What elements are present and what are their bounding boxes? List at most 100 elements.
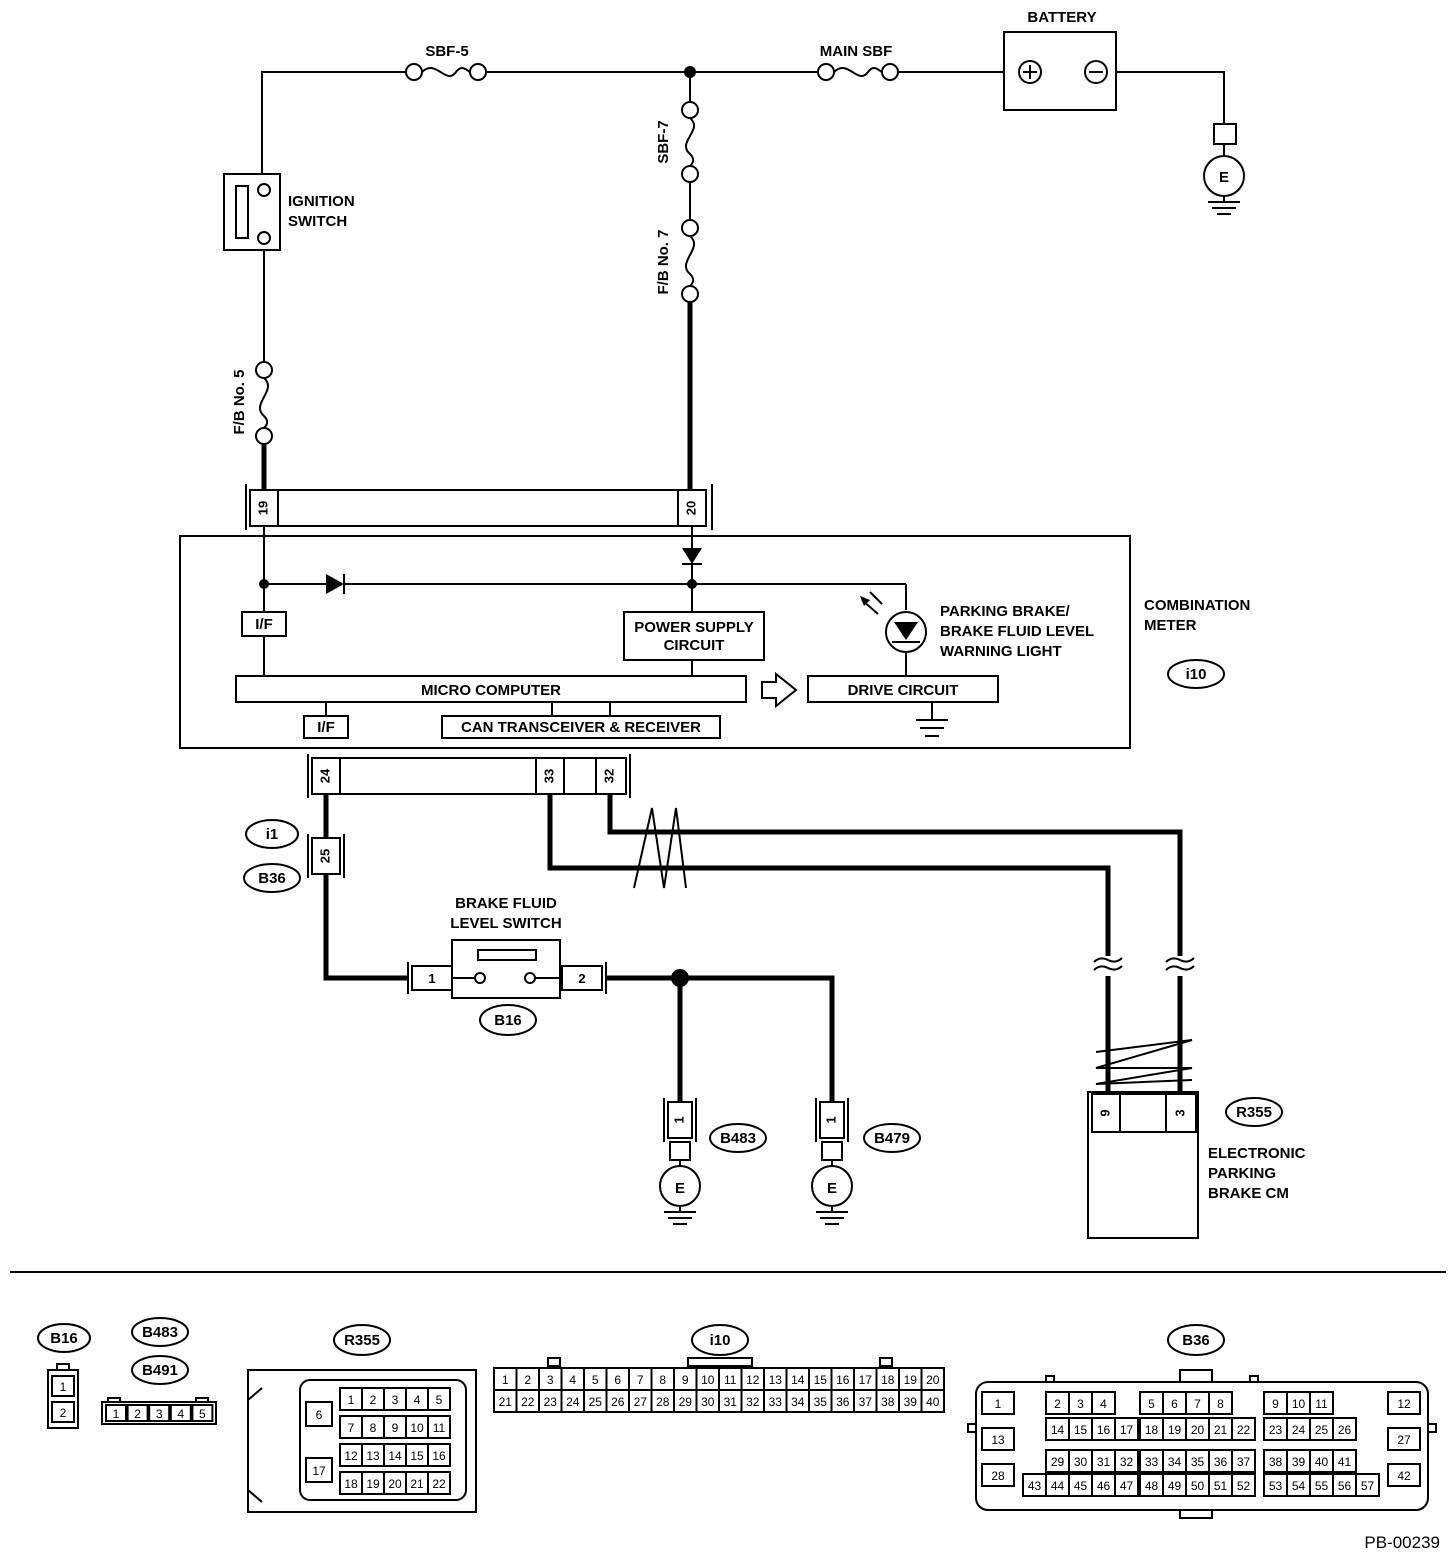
face-i10-pin-label: 6 bbox=[614, 1373, 621, 1387]
sbf5-label: SBF-5 bbox=[425, 43, 468, 60]
face-i10-pin-label: 33 bbox=[769, 1395, 783, 1409]
face-b36-pin-label: 10 bbox=[1292, 1397, 1306, 1411]
face-b36-pin-label: 29 bbox=[1051, 1455, 1065, 1469]
face-b36-pin-label: 14 bbox=[1051, 1423, 1065, 1437]
face-b36-pin-label: 15 bbox=[1074, 1423, 1088, 1437]
lower-wiring bbox=[323, 794, 1183, 1102]
face-i10-pin-label: 26 bbox=[611, 1395, 625, 1409]
sbf7-label: SBF-7 bbox=[655, 120, 672, 163]
face-i10-pin-label: 19 bbox=[904, 1373, 918, 1387]
sbf7-fuse: SBF-7 bbox=[655, 101, 699, 183]
pin-33: 33 bbox=[541, 769, 556, 783]
face-b36-pin-label: 34 bbox=[1168, 1455, 1182, 1469]
face-i10-pin-label: 39 bbox=[904, 1395, 918, 1409]
face-i10-pin-label: 25 bbox=[589, 1395, 603, 1409]
face-b36-pin-label: 21 bbox=[1214, 1423, 1228, 1437]
face-i10-badge: i10 bbox=[710, 1332, 731, 1349]
ground-label-b479: E bbox=[827, 1180, 837, 1197]
face-b483-pin-label: 3 bbox=[156, 1407, 163, 1421]
face-b36-pin-label: 40 bbox=[1315, 1455, 1329, 1469]
face-b36-cell bbox=[1208, 1391, 1233, 1415]
face-b36-pin-label: 32 bbox=[1120, 1455, 1134, 1469]
face-b36-pin-label: 43 bbox=[1028, 1479, 1042, 1493]
face-b36-pin-label: 46 bbox=[1097, 1479, 1111, 1493]
if-block-lower: I/F bbox=[303, 715, 349, 739]
face-i10-pin-label: 20 bbox=[926, 1373, 940, 1387]
face-i10-pin-label: 17 bbox=[859, 1373, 873, 1387]
wire-break-marks bbox=[1093, 957, 1195, 973]
face-b36-pin-label: 38 bbox=[1269, 1455, 1283, 1469]
b36-badge-label: B36 bbox=[258, 870, 286, 887]
face-i10-pin-label: 16 bbox=[836, 1373, 850, 1387]
face-i10-pin-label: 28 bbox=[656, 1395, 670, 1409]
face-b36-pin-label: 53 bbox=[1269, 1479, 1283, 1493]
epb-label-2: PARKING bbox=[1208, 1165, 1276, 1182]
face-b36-pin-label: 57 bbox=[1361, 1479, 1375, 1493]
sbf5-fuse: SBF-5 bbox=[405, 43, 487, 81]
face-b483-cell bbox=[148, 1404, 171, 1422]
face-b36-pin-label: 17 bbox=[1120, 1423, 1134, 1437]
ground-label-b483: E bbox=[675, 1180, 685, 1197]
pin-r355-9: 9 bbox=[1097, 1109, 1112, 1116]
face-b16-pin-1: 1 bbox=[60, 1380, 67, 1394]
face-b36-pin-label: 11 bbox=[1315, 1397, 1328, 1411]
face-b36-pin-label: 49 bbox=[1168, 1479, 1182, 1493]
twisted-pair-mark-lower bbox=[1095, 1039, 1193, 1085]
face-b36-pin-label: 4 bbox=[1100, 1397, 1107, 1411]
pin-20: 20 bbox=[683, 501, 698, 515]
warning-light-label-3: WARNING LIGHT bbox=[940, 643, 1062, 660]
face-i10-pin-label: 15 bbox=[814, 1373, 828, 1387]
b479-badge-label: B479 bbox=[874, 1130, 910, 1147]
face-b36-pin-label: 52 bbox=[1237, 1479, 1251, 1493]
face-r355-pin-label: 13 bbox=[366, 1449, 380, 1463]
face-b36-pin-label: 27 bbox=[1397, 1433, 1411, 1447]
face-b36-pin-label: 48 bbox=[1145, 1479, 1159, 1493]
face-r355-pin-label: 17 bbox=[312, 1464, 326, 1478]
face-b36-pin-label: 31 bbox=[1097, 1455, 1111, 1469]
face-b36-pin-label: 33 bbox=[1145, 1455, 1159, 1469]
face-b36-pin-label: 44 bbox=[1051, 1479, 1065, 1493]
face-b483-pin-label: 5 bbox=[199, 1407, 206, 1421]
twisted-pair-mark-upper bbox=[633, 807, 687, 889]
face-b16-pin-2: 2 bbox=[60, 1406, 67, 1420]
face-r355-cell bbox=[427, 1387, 451, 1411]
face-b36-pin-label: 56 bbox=[1338, 1479, 1352, 1493]
battery-label: BATTERY bbox=[1027, 9, 1096, 26]
face-i10-pin-label: 8 bbox=[659, 1373, 666, 1387]
face-b36-pin-label: 30 bbox=[1074, 1455, 1088, 1469]
face-r355-pin-label: 4 bbox=[414, 1393, 421, 1407]
face-b36-pin-label: 24 bbox=[1292, 1423, 1306, 1437]
drive-circuit: DRIVE CIRCUIT bbox=[807, 675, 999, 703]
face-i10-pin-label: 3 bbox=[547, 1373, 554, 1387]
face-r355-pin-label: 9 bbox=[392, 1421, 399, 1435]
face-b36-cell bbox=[1231, 1449, 1256, 1473]
pin-b16-1: 1 bbox=[428, 971, 435, 986]
face-r355-cell bbox=[427, 1415, 451, 1439]
face-i10-pin-label: 30 bbox=[701, 1395, 715, 1409]
face-b36-pin-label: 28 bbox=[991, 1469, 1005, 1483]
if-block-upper: I/F bbox=[241, 611, 287, 637]
ignition-switch: IGNITION SWITCH bbox=[223, 173, 355, 251]
face-i10-pin-label: 12 bbox=[746, 1373, 760, 1387]
pin-32: 32 bbox=[601, 769, 616, 783]
face-b36-cell bbox=[1114, 1473, 1139, 1497]
face-i10-pin-label: 21 bbox=[499, 1395, 513, 1409]
face-b36-badge: B36 bbox=[1182, 1332, 1210, 1349]
face-b36-pin-label: 6 bbox=[1171, 1397, 1178, 1411]
face-b483-pin-label: 1 bbox=[113, 1407, 120, 1421]
face-i10-pin-label: 31 bbox=[724, 1395, 738, 1409]
face-r355-pin-label: 22 bbox=[432, 1477, 446, 1491]
meter-internal-wiring bbox=[259, 526, 948, 737]
connector-i1-b36: 25 i1 B36 bbox=[243, 819, 345, 893]
pin-25: 25 bbox=[317, 849, 332, 863]
pin-b16-2: 2 bbox=[578, 971, 585, 986]
face-r355-pin-label: 8 bbox=[370, 1421, 377, 1435]
face-b36-pin-label: 1 bbox=[995, 1397, 1002, 1411]
face-b36-cell bbox=[981, 1463, 1015, 1487]
face-b16-badge: B16 bbox=[50, 1330, 78, 1347]
i10-badge-label: i10 bbox=[1186, 666, 1207, 683]
face-r355-cell bbox=[427, 1471, 451, 1495]
face-b36-pin-label: 50 bbox=[1191, 1479, 1205, 1493]
